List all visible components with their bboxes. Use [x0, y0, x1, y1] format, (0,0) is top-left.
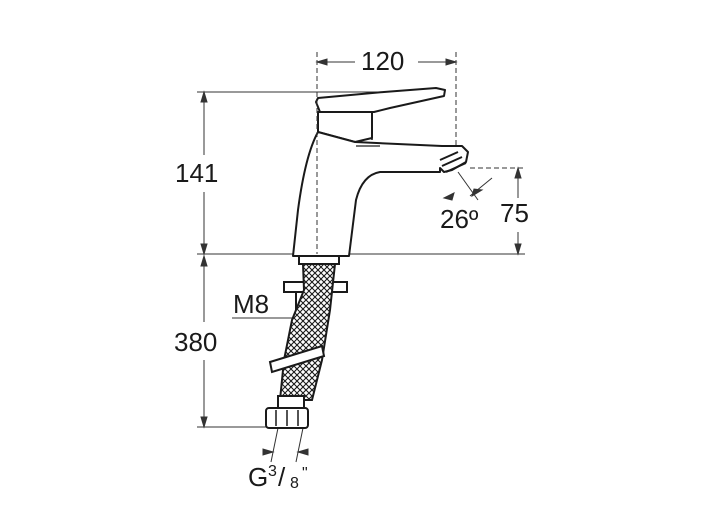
- connection-inch: ": [302, 465, 308, 482]
- faucet-main-body: [292, 131, 469, 257]
- connection-arrow-right: [296, 448, 309, 456]
- connection-denominator: 8: [290, 475, 299, 492]
- angle-arrow-left: [442, 192, 455, 201]
- hose-ferrule: [277, 395, 305, 409]
- width-arrow-left: [315, 58, 328, 66]
- body-height-arrow-bottom: [200, 243, 208, 256]
- hose-length-label: 380: [174, 327, 217, 357]
- flexible-hose: [265, 263, 337, 429]
- hose-nut-facets: [275, 410, 299, 426]
- hose-band: [268, 344, 326, 374]
- stud-thread-label: M8: [233, 289, 269, 319]
- width-arrow-right: [445, 58, 458, 66]
- angle-arrow-right: [471, 188, 484, 198]
- hose-arrow-top: [200, 254, 208, 267]
- spout-angle-label: 26º: [440, 204, 479, 234]
- faucet-body: [292, 87, 469, 257]
- body-height-label: 141: [175, 158, 218, 188]
- spout-height-label: 75: [500, 198, 529, 228]
- faucet-body-shape: [317, 111, 373, 143]
- connection-arrow-left: [262, 448, 275, 456]
- connection-thread-label: G 3 / 8 ": [248, 462, 308, 492]
- connection-numerator: 3: [268, 463, 277, 480]
- mounting-shank: [298, 255, 340, 265]
- width-label: 120: [361, 46, 404, 76]
- spout-arrow-bottom: [514, 243, 522, 256]
- spout-arrow-top: [514, 166, 522, 179]
- spout-aerator: [439, 151, 467, 173]
- dimension-lines: [197, 52, 525, 463]
- angle-line: [457, 171, 479, 201]
- connection-prefix: G: [248, 462, 268, 492]
- body-height-arrow-top: [200, 90, 208, 103]
- connection-ext-left: [270, 427, 279, 463]
- connection-slash: /: [278, 462, 286, 492]
- connection-ext-right: [295, 427, 304, 463]
- hose-arrow-bottom: [200, 416, 208, 429]
